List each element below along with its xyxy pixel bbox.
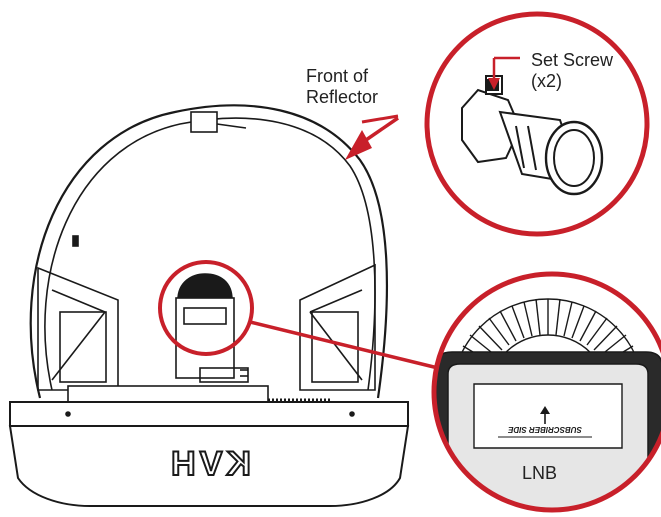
feed-body	[175, 297, 235, 379]
set-screw-magnifier	[424, 11, 650, 237]
base-shroud	[8, 425, 410, 507]
set-screw-pointer	[488, 56, 520, 90]
set-screw-label: Set Screw (x2)	[531, 50, 613, 92]
base-top	[9, 401, 409, 427]
lnb-label: LNB	[522, 463, 558, 483]
lnb-face-text: SUBSCRIBER SIDE	[507, 425, 581, 434]
set-screw-line1: Set Screw	[531, 50, 614, 70]
front-of-reflector-label: Front of Reflector	[306, 66, 378, 108]
feed-horn	[177, 273, 233, 301]
front-of-reflector-line1: Front of	[306, 66, 369, 86]
set-screw-line2: (x2)	[531, 71, 562, 91]
lnb-magnifier: SUBSCRIBER SIDE	[431, 271, 661, 513]
top-bracket	[190, 111, 218, 133]
front-reflector-pointer	[345, 114, 399, 160]
kvh-logo: KVH	[166, 444, 252, 484]
antenna-unit	[8, 104, 410, 507]
kvh-logo-text: KVH	[167, 445, 251, 483]
reflector-rim	[29, 104, 388, 399]
reflector-inner-rim	[44, 117, 376, 391]
right-side-plate	[299, 263, 376, 391]
front-of-reflector-line2: Reflector	[306, 87, 379, 107]
lnb-leader	[158, 260, 439, 370]
